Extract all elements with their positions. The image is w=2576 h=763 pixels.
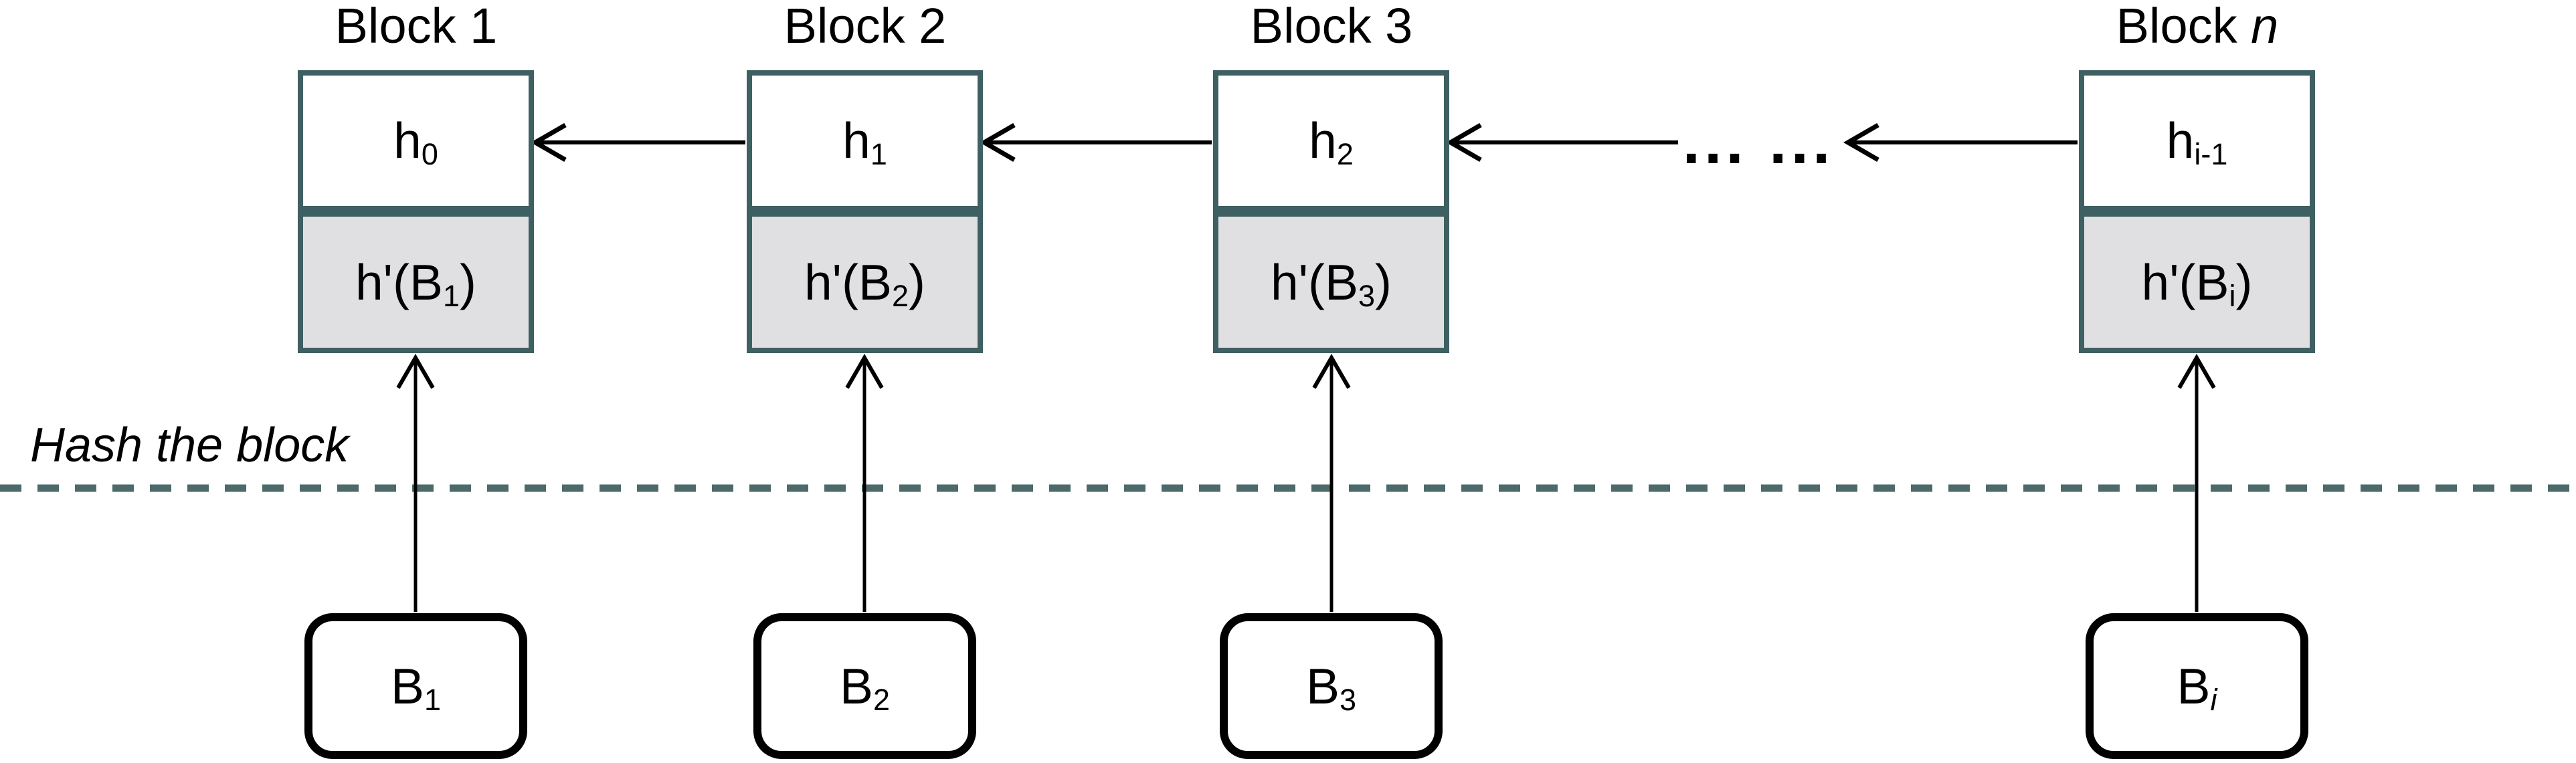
source-block-i-box: Bi (2086, 613, 2308, 759)
prev-hash-arrow-1 (531, 122, 745, 162)
block-3-block-hash-cell: h'(B3) (1218, 217, 1444, 348)
block-2-box: h1 h'(B2) (747, 70, 983, 353)
source-block-3-box: B3 (1220, 613, 1443, 759)
hash-input-arrow-3 (1312, 354, 1351, 612)
block-3-cell-separator (1218, 206, 1444, 217)
chain-ellipsis: ... ... (1682, 106, 1835, 177)
source-block-1-label: B1 (390, 657, 442, 717)
block-2-title: Block 2 (784, 0, 947, 53)
block-n-block-hash-label: h'(Bi) (2141, 253, 2253, 313)
prev-hash-arrow-3 (1446, 122, 1678, 162)
source-block-2-box: B2 (753, 613, 976, 759)
block-n-title: Block n (2116, 0, 2279, 53)
block-n-cell-separator (2084, 206, 2310, 217)
block-1-prev-hash-cell: h0 (303, 76, 529, 206)
block-1-block-hash-cell: h'(B1) (303, 217, 529, 348)
block-2-prev-hash-label: h1 (842, 112, 887, 171)
hash-input-arrow-4 (2177, 354, 2216, 612)
block-1-block-hash-label: h'(B1) (355, 253, 477, 313)
block-3-prev-hash-label: h2 (1309, 112, 1354, 171)
source-block-2-label: B2 (839, 657, 891, 717)
block-2-cell-separator (752, 206, 978, 217)
prev-hash-arrow-4 (1843, 122, 2078, 162)
block-n-prev-hash-label: hi-1 (2166, 112, 2228, 171)
source-block-i-label: Bi (2177, 657, 2217, 717)
block-n-box: hi-1 h'(Bi) (2079, 70, 2315, 353)
block-1-box: h0 h'(B1) (298, 70, 534, 353)
block-3-box: h2 h'(B3) (1213, 70, 1449, 353)
block-3-title: Block 3 (1250, 0, 1413, 53)
prev-hash-arrow-2 (980, 122, 1212, 162)
block-n-block-hash-cell: h'(Bi) (2084, 217, 2310, 348)
hash-input-arrow-2 (845, 354, 884, 612)
block-1-prev-hash-label: h0 (393, 112, 438, 171)
block-1-title: Block 1 (335, 0, 498, 53)
hash-input-arrow-1 (396, 354, 435, 612)
block-2-block-hash-label: h'(B2) (804, 253, 926, 313)
block-3-prev-hash-cell: h2 (1218, 76, 1444, 206)
block-2-prev-hash-cell: h1 (752, 76, 978, 206)
hash-the-block-note: Hash the block (30, 419, 349, 472)
source-block-3-label: B3 (1305, 657, 1357, 717)
block-2-block-hash-cell: h'(B2) (752, 217, 978, 348)
source-block-1-box: B1 (304, 613, 527, 759)
block-1-cell-separator (303, 206, 529, 217)
block-n-prev-hash-cell: hi-1 (2084, 76, 2310, 206)
block-3-block-hash-label: h'(B3) (1270, 253, 1392, 313)
